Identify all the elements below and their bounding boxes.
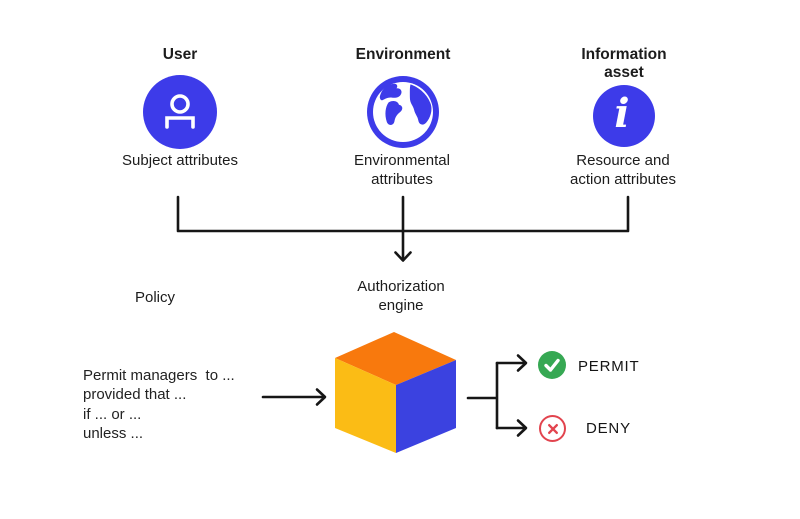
- cube-icon: [335, 332, 456, 453]
- globe-glyph: [367, 76, 439, 148]
- person-glyph: [165, 94, 195, 129]
- checkmark-icon: [538, 351, 566, 379]
- x-glyph: [547, 423, 558, 434]
- authorization-engine-label: Authorization engine: [357, 278, 445, 314]
- checkmark-glyph: [544, 358, 560, 372]
- policy-rule-line: Permit managers to ...: [83, 367, 235, 384]
- environmental-attributes-label: Environmental attributes: [354, 152, 450, 188]
- policy-rule-line: provided that ...: [83, 386, 187, 404]
- user-column-title: User: [162, 46, 198, 63]
- down-arrow-head: [394, 251, 412, 262]
- policy-arrow-head: [315, 388, 327, 406]
- cube-top-face: [335, 332, 456, 385]
- resource-action-attributes-label: Resource and action attributes: [570, 152, 676, 188]
- x-icon: [539, 415, 566, 442]
- policy-rules-block: Permit managers to ... provided that ...…: [83, 366, 235, 444]
- environment-column-title: Environment: [355, 46, 451, 63]
- info-glyph: i: [614, 90, 630, 137]
- cube-left-face: [335, 358, 396, 453]
- policy-rule-line: if ... or ...: [83, 405, 142, 423]
- deny-label: DENY: [586, 420, 631, 437]
- outcome-branch-line: [466, 361, 499, 430]
- cube-right-face: [396, 360, 456, 453]
- permit-arrow-head: [516, 354, 528, 372]
- policy-label: Policy: [135, 289, 176, 306]
- bracket-line: [176, 195, 630, 233]
- deny-arrow-head: [516, 419, 528, 437]
- user-icon: [143, 75, 217, 149]
- policy-rule-line: unless ...: [83, 425, 144, 443]
- info-icon: i: [593, 85, 655, 147]
- information-asset-column-title: Information asset: [581, 46, 667, 81]
- globe-icon: [367, 76, 439, 148]
- subject-attributes-label: Subject attributes: [122, 152, 238, 169]
- permit-label: PERMIT: [578, 358, 640, 375]
